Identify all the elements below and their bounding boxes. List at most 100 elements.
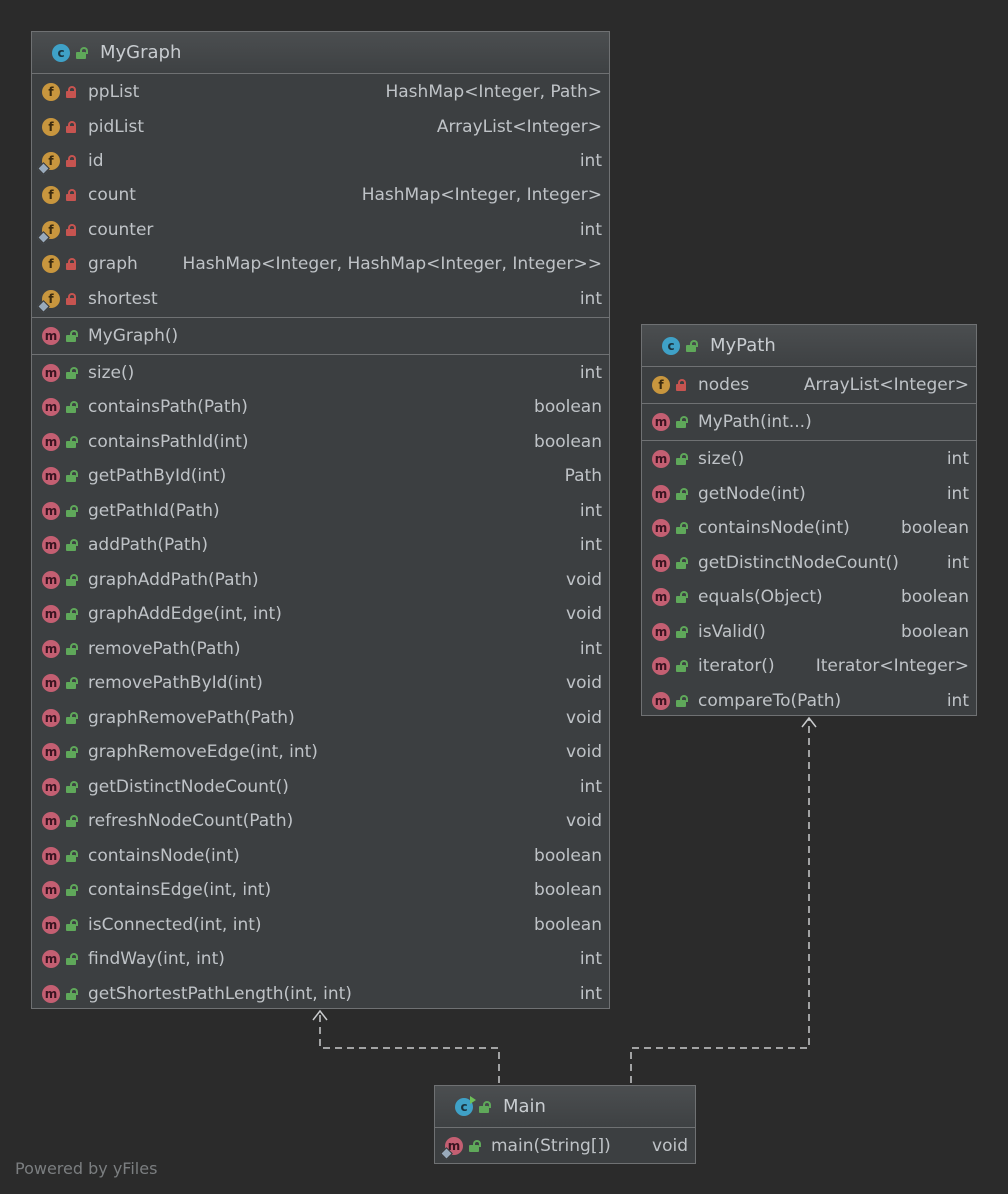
member-type: boolean bbox=[534, 914, 602, 935]
field-row[interactable]: f counter int bbox=[32, 213, 609, 247]
static-overlay-icon bbox=[37, 299, 50, 313]
member-type: int bbox=[579, 219, 602, 240]
field-icon: f bbox=[37, 220, 60, 244]
public-lock-icon bbox=[66, 329, 78, 342]
member-name: getNode(int) bbox=[698, 483, 806, 504]
private-lock-icon bbox=[66, 86, 76, 99]
field-icon: f bbox=[37, 151, 60, 175]
public-lock-icon bbox=[66, 539, 78, 552]
member-name: getPathById(int) bbox=[88, 466, 227, 487]
public-lock-icon bbox=[66, 573, 78, 586]
member-type: HashMap<Integer, Integer> bbox=[361, 185, 602, 206]
method-icon: m bbox=[42, 570, 60, 589]
member-name: counter bbox=[88, 219, 154, 240]
public-lock-icon bbox=[66, 642, 78, 655]
method-icon: m bbox=[652, 519, 670, 538]
public-lock-icon bbox=[66, 711, 78, 724]
edge-main-to-mygraph bbox=[319, 1012, 500, 1083]
field-icon: f bbox=[42, 186, 60, 205]
member-name: shortest bbox=[88, 288, 158, 309]
method-icon: m bbox=[42, 326, 60, 345]
member-name: isValid() bbox=[698, 621, 766, 642]
main-class-icon: c bbox=[455, 1095, 476, 1116]
method-icon: m bbox=[42, 708, 60, 727]
method-icon: m bbox=[652, 657, 670, 676]
member-name: compareTo(Path) bbox=[698, 690, 842, 711]
member-type: int bbox=[946, 449, 969, 470]
member-type: int bbox=[579, 983, 602, 1004]
member-type: void bbox=[566, 811, 602, 832]
method-icon: m bbox=[42, 536, 60, 555]
method-icon: m bbox=[652, 553, 670, 572]
method-icon: m bbox=[42, 363, 60, 382]
run-badge-icon bbox=[470, 1095, 476, 1104]
private-lock-icon bbox=[66, 292, 76, 305]
member-name: id bbox=[88, 150, 104, 171]
method-icon: m bbox=[652, 484, 670, 503]
member-name: size() bbox=[698, 449, 745, 470]
member-name: containsNode(int) bbox=[88, 845, 240, 866]
public-lock-icon bbox=[66, 815, 78, 828]
member-name: nodes bbox=[698, 375, 750, 395]
public-lock-icon bbox=[66, 780, 78, 793]
public-lock-icon bbox=[676, 591, 688, 604]
member-name: pidList bbox=[88, 116, 145, 137]
member-type: int bbox=[579, 638, 602, 659]
member-type: void bbox=[652, 1136, 688, 1156]
member-type: int bbox=[579, 949, 602, 970]
class-icon: c bbox=[52, 43, 70, 62]
class-header-mypath: c MyPath bbox=[642, 325, 976, 367]
arrowhead-mygraph bbox=[312, 1009, 328, 1021]
member-name: graphAddPath(Path) bbox=[88, 569, 259, 590]
member-type: void bbox=[566, 742, 602, 763]
method-icon: m bbox=[42, 777, 60, 796]
member-type: HashMap<Integer, Path> bbox=[385, 82, 602, 103]
class-icon: c bbox=[662, 336, 680, 355]
private-lock-icon bbox=[66, 189, 76, 202]
